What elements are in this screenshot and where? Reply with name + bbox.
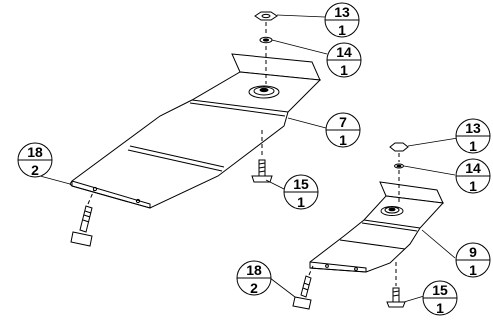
callout-15-left: 15 1 bbox=[283, 174, 319, 210]
callout-quantity: 1 bbox=[469, 262, 477, 278]
callout-part-number: 15 bbox=[432, 282, 448, 298]
callout-quantity: 1 bbox=[340, 62, 348, 78]
callout-13-top: 13 1 bbox=[324, 2, 360, 38]
callout-14-right: 14 1 bbox=[455, 158, 491, 194]
callout-part-number: 18 bbox=[246, 262, 262, 278]
callout-13-right: 13 1 bbox=[455, 118, 491, 154]
callout-part-number: 9 bbox=[469, 244, 477, 260]
callout-quantity: 1 bbox=[469, 138, 477, 154]
callout-18-left: 18 2 bbox=[17, 142, 53, 178]
callout-9: 9 1 bbox=[455, 242, 491, 278]
hardware-large-plate bbox=[70, 11, 278, 247]
callout-part-number: 7 bbox=[339, 114, 347, 130]
callout-part-number: 14 bbox=[465, 160, 481, 176]
callout-15-right: 15 1 bbox=[422, 280, 458, 316]
skid-plate-large bbox=[69, 53, 322, 209]
callout-part-number: 18 bbox=[27, 144, 43, 160]
callout-part-number: 13 bbox=[334, 4, 350, 20]
callout-quantity: 2 bbox=[250, 280, 258, 296]
callout-quantity: 1 bbox=[297, 194, 305, 210]
leader-lines bbox=[39, 14, 459, 303]
callout-quantity: 2 bbox=[31, 162, 39, 178]
callout-quantity: 1 bbox=[338, 22, 346, 38]
callout-quantity: 1 bbox=[469, 178, 477, 194]
callout-quantity: 1 bbox=[339, 132, 347, 148]
callout-part-number: 15 bbox=[293, 176, 309, 192]
callout-part-number: 13 bbox=[465, 120, 481, 136]
skid-plate-small bbox=[309, 181, 445, 273]
callout-14-top: 14 1 bbox=[326, 42, 362, 78]
callout-7: 7 1 bbox=[325, 112, 361, 148]
callout-quantity: 1 bbox=[436, 300, 444, 316]
callout-part-number: 14 bbox=[336, 44, 352, 60]
hardware-small-plate bbox=[292, 142, 409, 310]
callout-18-right: 18 2 bbox=[236, 260, 272, 296]
